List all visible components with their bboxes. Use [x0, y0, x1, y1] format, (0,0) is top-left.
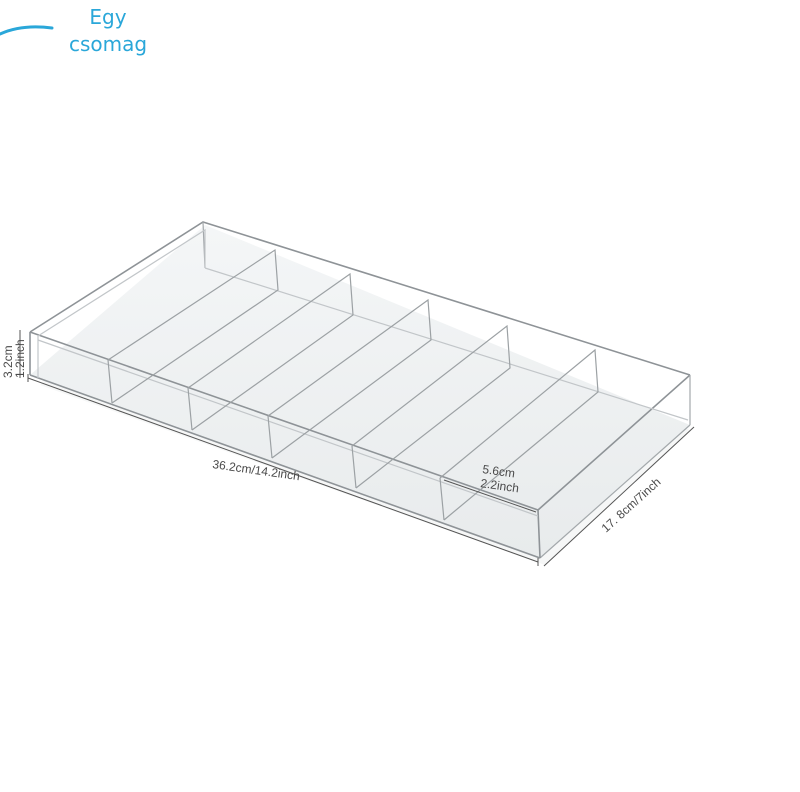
package-count-label: Egy csomag	[60, 4, 156, 58]
divider-1	[107, 248, 279, 404]
compartment-cm-label: 5.6cm	[482, 462, 516, 480]
length-dimension-line	[27, 377, 539, 563]
divider-2	[187, 272, 354, 431]
divider-4	[351, 324, 511, 489]
width-dimension-line	[543, 426, 695, 567]
divider-3	[267, 298, 432, 459]
dimension-lines	[19, 330, 695, 567]
divider-5	[439, 348, 599, 521]
height-inch-label: 1.2inch	[13, 339, 27, 378]
compartment-dimension-line	[443, 479, 537, 513]
badge-line-1: Egy	[89, 5, 127, 29]
package-badge: Egy csomag	[0, 0, 198, 62]
tray-dividers	[107, 248, 599, 521]
swoosh-icon	[0, 25, 54, 36]
compartment-inch-label: 2.2inch	[480, 476, 520, 495]
badge-line-2: csomag	[68, 32, 148, 56]
height-cm-label: 3.2cm	[1, 345, 15, 378]
acrylic-tray	[29, 221, 691, 559]
